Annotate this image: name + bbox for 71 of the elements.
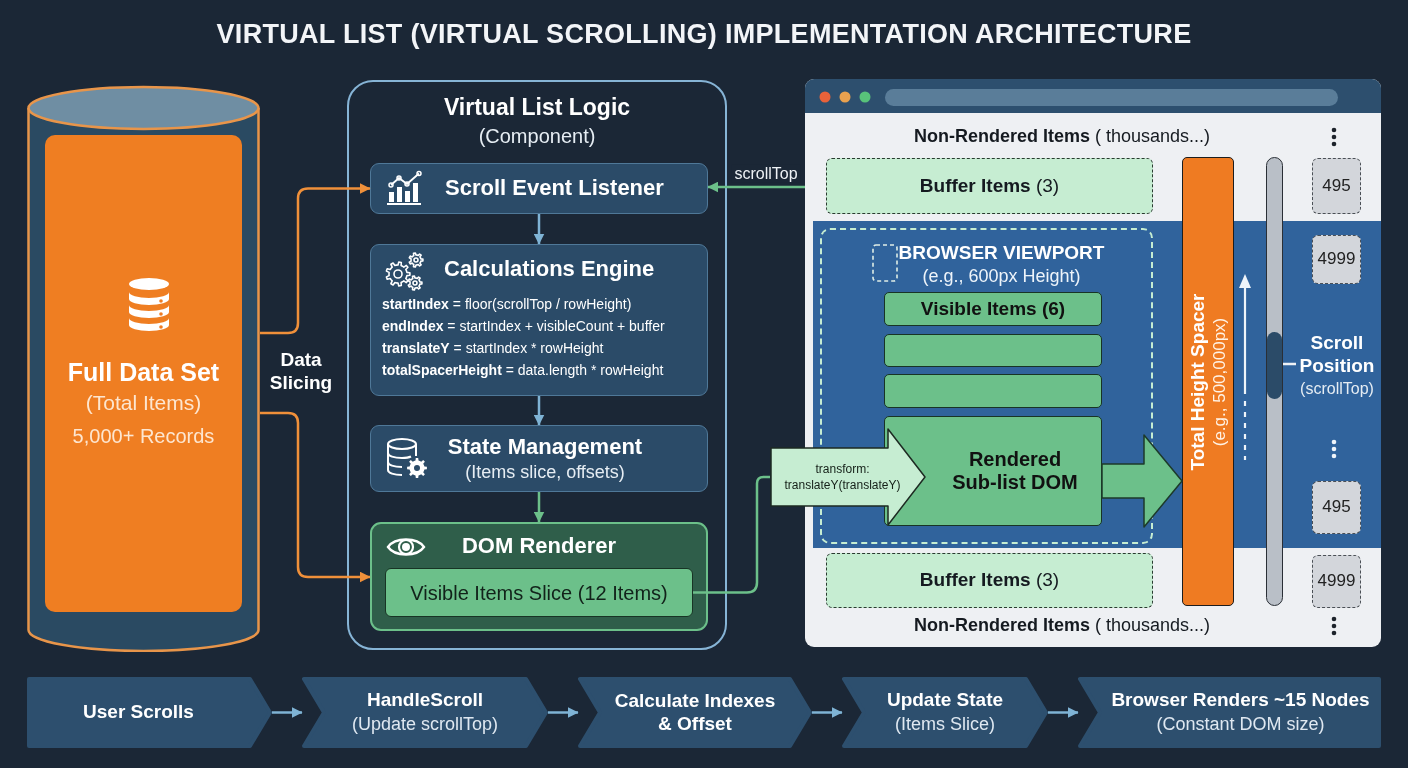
buffer-items-box xyxy=(826,158,1153,214)
index-box xyxy=(1312,555,1361,608)
index-box xyxy=(1312,481,1361,534)
step-subtitle: (Update scrollTop) xyxy=(351,714,499,736)
list-item-row xyxy=(884,334,1102,367)
connector-line xyxy=(693,475,770,594)
panel-title: Virtual List Logic xyxy=(443,94,631,122)
index-box xyxy=(1312,235,1361,284)
leader-line xyxy=(1283,362,1296,366)
arrow xyxy=(707,181,805,193)
spacer-sublabel: (e.g., 500,000px) xyxy=(1209,317,1230,446)
arrow xyxy=(272,707,303,718)
step-subtitle: (Items Slice) xyxy=(895,714,995,736)
node-title: DOM Renderer xyxy=(461,533,616,560)
node-title: State Management xyxy=(447,433,643,460)
process-box xyxy=(370,425,708,492)
arrow xyxy=(548,707,579,718)
panel-subtitle: (Component) xyxy=(478,123,596,148)
formula-text: totalSpacerHeight = data.length * rowHeight xyxy=(382,361,664,381)
process-box xyxy=(370,244,708,396)
list-slice-box xyxy=(385,568,693,617)
arrow xyxy=(533,492,545,523)
title: VIRTUAL LIST (VIRTUAL SCROLLING) IMPLEMENTATION ARCHITECTURE xyxy=(216,19,1192,50)
scroll-position-label: Scroll Position (scrollTop) xyxy=(1296,330,1378,400)
step-title: Update State xyxy=(886,689,1004,713)
index-box xyxy=(1312,158,1361,214)
node-title: Calculations Engine xyxy=(444,256,655,283)
arrow xyxy=(260,411,371,583)
item-label: Buffer Items (3) xyxy=(919,569,1060,592)
viewport-subtitle: (e.g., 600px Height) xyxy=(922,265,1081,288)
scrollbar-track xyxy=(1266,157,1283,606)
node-title: Scroll Event Listener xyxy=(445,175,664,202)
annotation-label: Data Slicing xyxy=(269,349,333,395)
process-box xyxy=(370,163,708,214)
index-number: 495 xyxy=(1322,497,1351,518)
index-number: 4999 xyxy=(1317,249,1356,270)
arrow xyxy=(1048,707,1079,718)
step-title: Calculate Indexes & Offset xyxy=(613,689,777,736)
formula-text: startIndex = floor(scrollTop / rowHeight) xyxy=(382,295,632,315)
index-number: 495 xyxy=(1322,175,1351,197)
spacer-label: Total Height Spacer xyxy=(1186,293,1209,470)
spacer-bar xyxy=(1182,157,1234,606)
item-label: Buffer Items (3) xyxy=(919,174,1060,198)
list-item-row xyxy=(884,292,1102,326)
step-title: Browser Renders ~15 Nodes xyxy=(1111,689,1370,713)
section-label: Non-Rendered Items ( thousands...) xyxy=(913,126,1211,148)
item-label: Rendered Sub-list DOM xyxy=(951,448,1079,494)
formula-text: endIndex = startIndex + visibleCount + buffer xyxy=(382,317,665,337)
node-detail: 5,000+ Records xyxy=(72,424,215,449)
process-box xyxy=(370,522,708,631)
buffer-items-box xyxy=(826,553,1153,608)
transform-label: transform: translateY(translateY) xyxy=(783,460,902,494)
step-title: User Scrolls xyxy=(83,701,194,724)
step-title: HandleScroll xyxy=(366,689,484,713)
block-arrow xyxy=(1101,434,1183,528)
item-label: Visible Items Slice (12 Items) xyxy=(410,580,668,605)
node-subtitle: (Total Items) xyxy=(85,390,202,416)
formula-text: translateY = startIndex * rowHeight xyxy=(382,339,604,359)
arrow xyxy=(812,707,843,718)
section-label: Non-Rendered Items ( thousands...) xyxy=(913,615,1211,637)
arrow xyxy=(260,183,371,335)
item-label: Visible Items (6) xyxy=(920,297,1066,321)
viewport-title: BROWSER VIEWPORT xyxy=(898,242,1105,265)
node-subtitle: (Items slice, offsets) xyxy=(465,461,625,484)
list-item-row xyxy=(884,374,1102,408)
node-title: Full Data Set xyxy=(67,357,220,387)
step-subtitle: (Constant DOM size) xyxy=(1156,714,1325,736)
index-number: 4999 xyxy=(1317,571,1356,592)
component-panel xyxy=(347,80,727,650)
arrow xyxy=(533,396,545,426)
arrow xyxy=(533,214,545,245)
